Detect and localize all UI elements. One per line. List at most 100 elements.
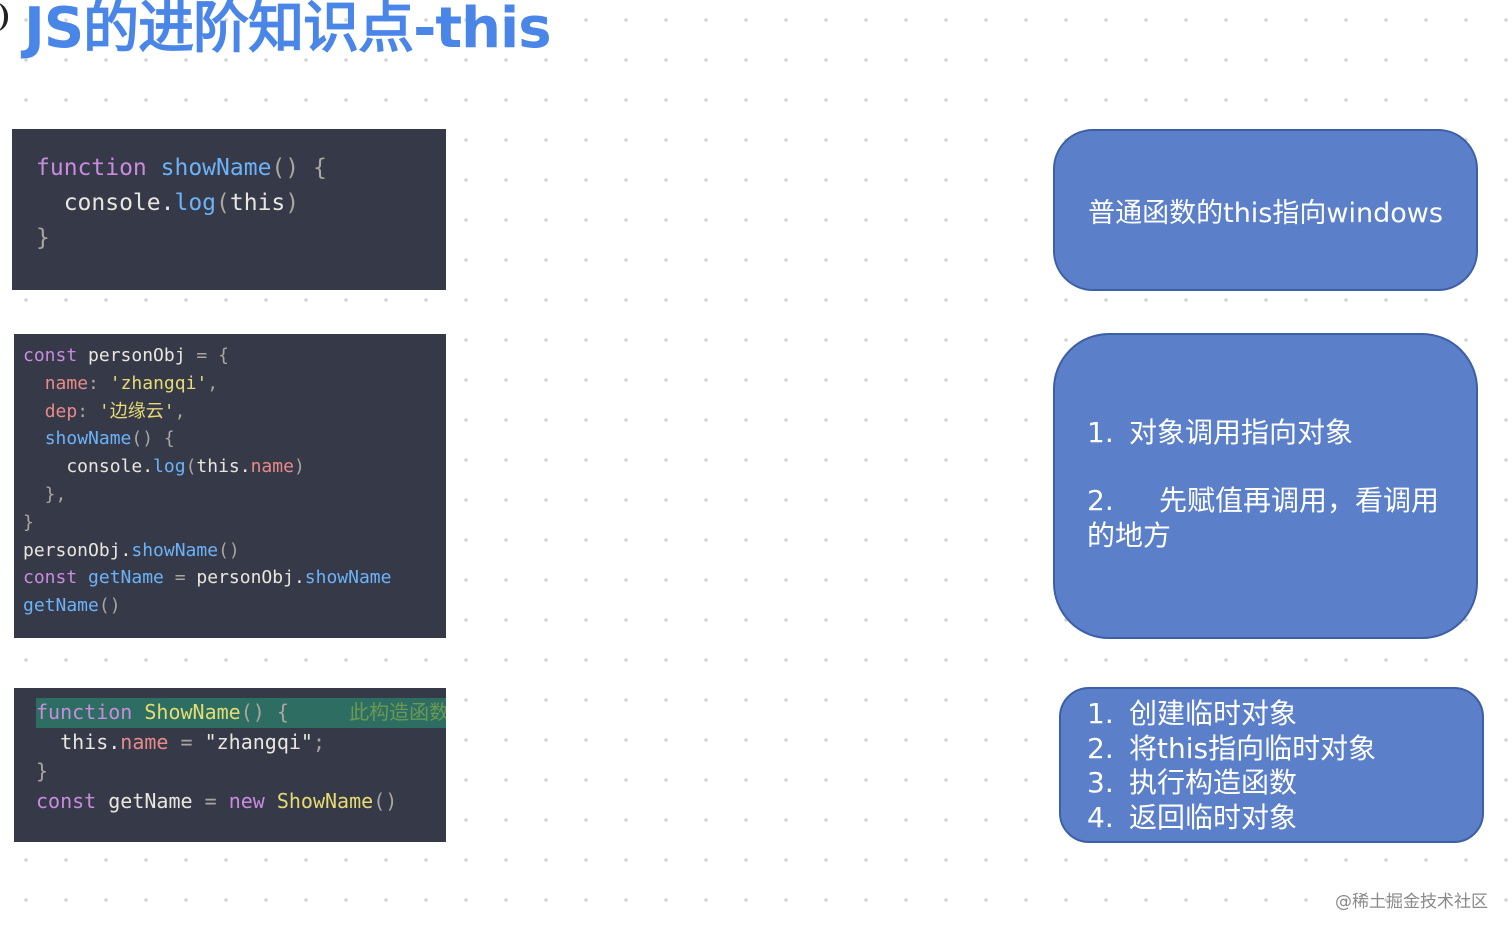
- code-token: () {: [240, 700, 289, 724]
- highlighted-line: function ShowName() { 此构造函数: [36, 698, 446, 728]
- code-token: ): [285, 190, 300, 216]
- code-token: [23, 373, 45, 394]
- code-line: const personObj = {: [23, 342, 446, 370]
- code-line: const getName = personObj.showName: [23, 564, 446, 592]
- code-token: (): [373, 788, 398, 813]
- code-token: function: [36, 155, 147, 181]
- code-line: }: [36, 757, 446, 787]
- code-token: name: [44, 372, 89, 394]
- code-token: const: [23, 567, 78, 589]
- code-token: name: [120, 729, 169, 754]
- code-token: personObj.: [196, 567, 305, 589]
- code-line: console.log(this.name): [23, 453, 446, 481]
- code-token: :: [88, 372, 110, 394]
- code-line: this.name = "zhangqi";: [36, 728, 446, 758]
- code-token: getName: [88, 567, 164, 589]
- code-token: {: [207, 345, 229, 366]
- code-token: [147, 155, 161, 181]
- code-token: [132, 700, 144, 724]
- code-token: ): [293, 456, 305, 478]
- code-token: {: [299, 155, 327, 181]
- code-block-normal-function: function showName() { console.log(this)}: [12, 129, 446, 290]
- code-line: dep: '边缘云',: [23, 398, 446, 426]
- code-line: }: [23, 509, 446, 537]
- code-token: ,: [174, 400, 186, 422]
- note-object-method: 1. 对象调用指向对象 2.先赋值再调用，看调用的地方: [1053, 333, 1478, 639]
- code-token: showName: [304, 567, 392, 589]
- title-bullet-mark: [0, 2, 8, 32]
- code-token: ShowName: [264, 788, 374, 813]
- code-token: },: [23, 483, 67, 505]
- code-token: showName: [160, 155, 272, 181]
- code-token: showName: [44, 428, 132, 450]
- code-token: ShowName: [144, 700, 241, 724]
- list-text: 返回临时对象: [1129, 800, 1298, 834]
- code-token: name: [250, 456, 294, 478]
- list-text: 执行构造函数: [1129, 766, 1298, 799]
- note-normal-function-text: 普通函数的this指向windows: [1088, 197, 1443, 229]
- code-token: [23, 401, 45, 422]
- constructor-step: 4. 返回临时对象: [1087, 801, 1482, 836]
- code-token: log: [153, 456, 186, 478]
- code-token: 此构造函数: [288, 700, 446, 724]
- code-token: (): [271, 155, 300, 181]
- list-number: 4.: [1087, 800, 1114, 834]
- list-text: 创建临时对象: [1129, 697, 1298, 730]
- constructor-step: 3. 执行构造函数: [1087, 766, 1482, 801]
- code-token: personObj: [77, 345, 197, 366]
- list-number: 1.: [1087, 416, 1114, 449]
- code-line: console.log(this): [36, 186, 446, 221]
- code-token: dep: [44, 400, 78, 422]
- code-token: "zhangqi": [204, 729, 313, 754]
- code-token: getName: [23, 595, 99, 617]
- code-token: =: [204, 788, 217, 813]
- constructor-step: 1.创建临时对象: [1087, 697, 1482, 732]
- code-token: }: [23, 511, 34, 533]
- code-token: personObj.: [23, 539, 132, 561]
- list-text: 将this指向临时对象: [1129, 731, 1377, 765]
- code-line: function ShowName() { 此构造函数: [36, 698, 446, 728]
- list-number: 3.: [1087, 766, 1114, 799]
- code-token: showName: [131, 539, 219, 561]
- code-line: name: 'zhangqi',: [23, 370, 446, 398]
- code-token: ,: [207, 372, 219, 394]
- code-token: getName: [96, 788, 205, 813]
- code-token: }: [36, 225, 50, 251]
- list-number: 2.: [1087, 731, 1114, 765]
- code-line: }: [36, 221, 446, 256]
- code-token: console.: [36, 190, 175, 216]
- code-line: personObj.showName(): [23, 537, 446, 565]
- code-token: [77, 567, 88, 588]
- code-token: ;: [312, 729, 326, 754]
- code-line: showName() {: [23, 425, 446, 453]
- code-token: (): [98, 595, 121, 617]
- note-constructor-steps: 1.创建临时对象 2. 将this指向临时对象 3. 执行构造函数 4. 返回临时对象: [1059, 687, 1484, 843]
- code-token: this.: [196, 456, 251, 478]
- list-text: 先赋值再调用，看调用的地方: [1087, 484, 1440, 552]
- code-token: :: [77, 400, 99, 422]
- code-token: function: [36, 700, 133, 724]
- note-normal-function: 普通函数的this指向windows: [1053, 129, 1478, 291]
- code-token: =: [168, 729, 205, 754]
- list-text: 对象调用指向对象: [1129, 416, 1354, 449]
- code-token: }: [36, 759, 49, 783]
- code-token: console.: [23, 456, 154, 478]
- code-line: getName(): [23, 592, 446, 620]
- code-token: new: [228, 788, 265, 813]
- code-token: this: [229, 190, 286, 216]
- code-token: 'zhangqi': [109, 372, 208, 394]
- list-number: 2.: [1087, 484, 1114, 517]
- code-line: const getName = new ShowName(): [36, 787, 446, 817]
- code-token: (): [218, 539, 240, 561]
- code-token: =: [163, 567, 197, 589]
- code-line: },: [23, 481, 446, 509]
- code-block-constructor: function ShowName() { 此构造函数 this.name = …: [14, 688, 446, 842]
- code-token: const: [36, 788, 97, 813]
- code-token: [217, 789, 229, 813]
- code-token: [23, 428, 45, 449]
- page-title: JS的进阶知识点-this: [24, 0, 552, 61]
- code-token: () {: [131, 428, 175, 450]
- code-line: function showName() {: [36, 151, 446, 186]
- code-token: (: [185, 456, 197, 478]
- code-block-object-method: const personObj = { name: 'zhangqi', dep…: [14, 334, 446, 638]
